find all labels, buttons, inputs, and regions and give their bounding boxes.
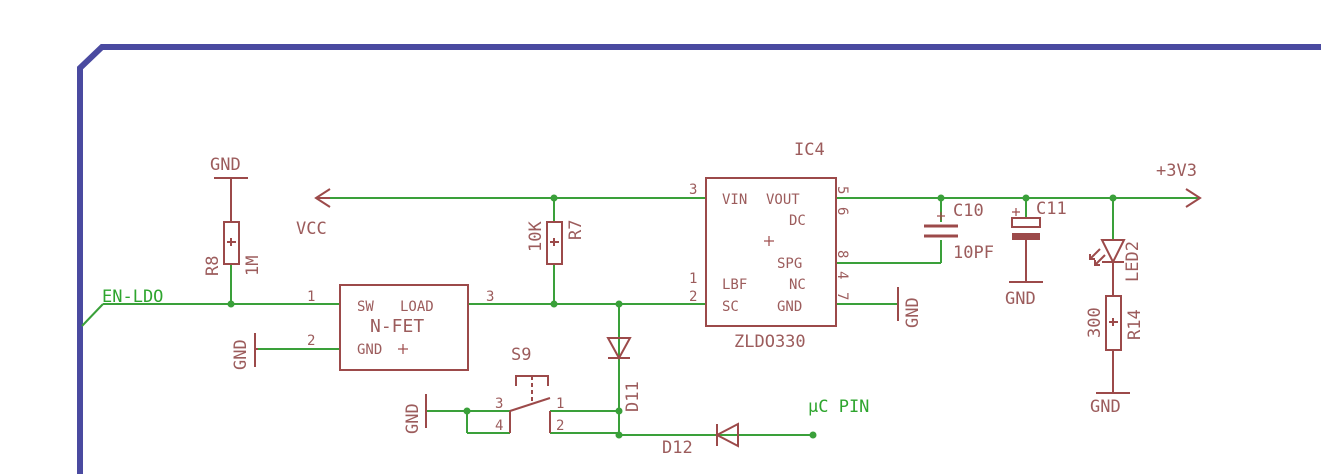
s9-num-3: 3 [495,396,503,412]
ic4-num-5: 5 [834,186,850,194]
nfet-num-2: 2 [307,333,315,349]
vcc-3v3-arrow-symbol [1185,188,1202,208]
resistor-r8 [223,221,240,265]
led2-name: LED2 [1123,241,1143,282]
net-label-uc-pin: µC PIN [808,397,869,417]
gnd-label-top: GND [210,155,241,175]
ic4-pin-vout: VOUT [766,192,800,208]
ic4-pin-gnd: GND [777,299,802,315]
diode-d11 [606,337,632,361]
r14-name: R14 [1125,309,1145,340]
sheet-frame [77,44,1321,474]
s9-num-1: 1 [556,396,564,412]
s9-num-2: 2 [556,418,564,434]
s9-num-4: 4 [495,418,503,434]
net-label-3v3: +3V3 [1156,161,1197,181]
gnd-label-ic4: GND [903,297,923,328]
ic4-symbol [705,177,837,327]
ic4-num-8: 8 [834,250,850,258]
ic4-num-3: 3 [689,182,697,198]
ic4-num-1: 1 [689,271,697,287]
net-label-en-ldo: EN-LDO [102,287,163,307]
c10-value: 10PF [953,243,994,263]
gnd-label-left: GND [231,339,251,370]
r7-name: R7 [566,220,586,240]
ic4-pin-vin: VIN [722,192,747,208]
r8-value: 1M [243,256,263,276]
ic4-pin-nc: NC [789,277,806,293]
nfet-name: N-FET [370,316,424,337]
resistor-r14 [1096,295,1130,394]
capacitor-c11 [1009,208,1043,283]
ic4-num-4: 4 [834,271,850,279]
ic4-pin-lbf: LBF [722,277,747,293]
ic4-num-6: 6 [834,207,850,215]
capacitor-c10 [924,212,958,238]
gnd-label-c11: GND [1005,289,1036,309]
n-fet-symbol [339,284,469,371]
nfet-pin-gnd: GND [357,342,382,358]
r8-name: R8 [203,256,223,276]
gnd-label-r14: GND [1090,397,1121,417]
junctions [227,194,1117,439]
ic4-pin-spg: SPG [777,256,802,272]
ic4-pin-sc: SC [722,299,739,315]
s9-name: S9 [511,345,531,365]
nfet-num-1: 1 [307,289,315,305]
gnd-symbol-nfet [254,333,258,367]
gnd-symbol-r8 [214,177,248,222]
diode-d12 [714,422,739,448]
switch-s9 [509,375,551,433]
gnd-label-s9: GND [403,403,423,434]
ic4-part: ZLDO330 [734,332,806,352]
c10-name: C10 [953,201,984,221]
led-led2 [1089,239,1126,296]
d11-name: D11 [623,381,643,412]
ic4-num-7: 7 [834,292,850,300]
wires [81,197,1200,436]
nfet-num-3: 3 [486,289,494,305]
r7-value: 10K [526,221,546,252]
vcc-arrow-symbol [314,188,331,208]
nfet-pin-load: LOAD [400,299,434,315]
vcc-label: VCC [296,219,327,239]
resistor-r7 [546,221,563,265]
ic4-pin-dc: DC [789,213,806,229]
r14-value: 300 [1085,307,1105,338]
nfet-pin-sw: SW [357,299,374,315]
ic4-num-2: 2 [689,289,697,305]
d12-name: D12 [662,438,693,458]
nfet-origin-mark [398,344,408,354]
ic4-name: IC4 [794,140,825,160]
c11-name: C11 [1036,199,1067,219]
